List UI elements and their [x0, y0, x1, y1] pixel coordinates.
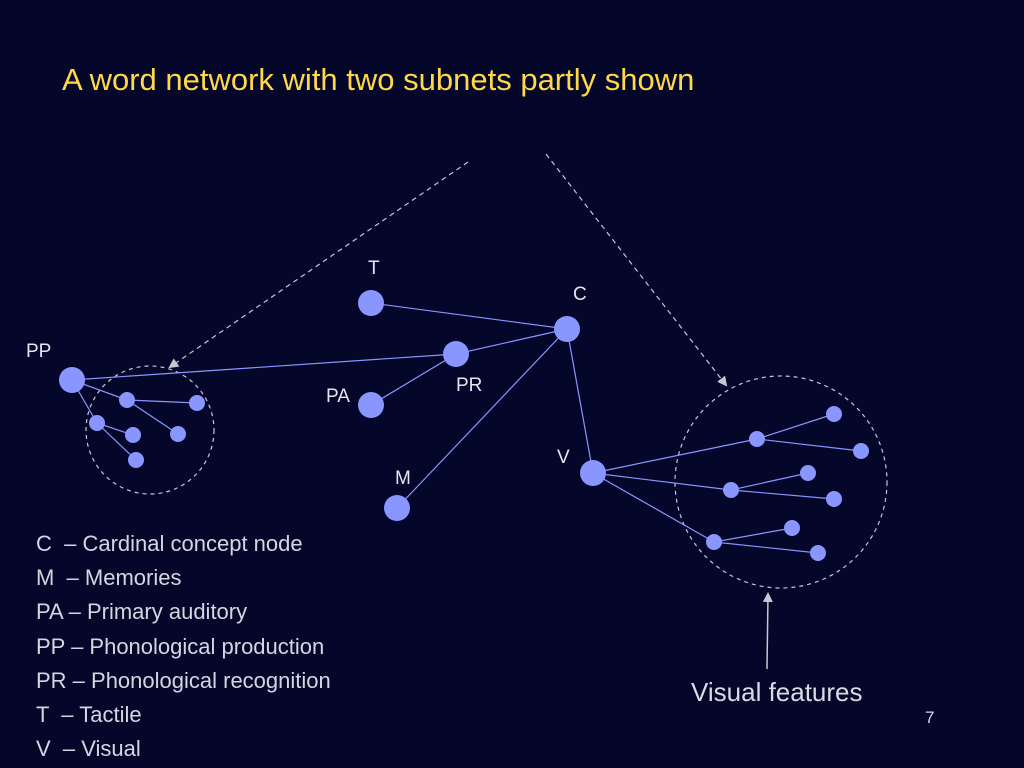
edge-v-vf2 — [592, 472, 732, 491]
zoom-arrow-left — [168, 161, 469, 369]
visual-subnet-nodes — [706, 406, 869, 561]
legend-item: V – Visual — [36, 736, 141, 762]
edge-v-vf3 — [592, 472, 715, 543]
label-c: C — [573, 284, 587, 305]
label-pa: PA — [326, 386, 350, 407]
node-pp — [59, 367, 85, 393]
main-nodes — [59, 290, 606, 521]
edge-c-v — [566, 328, 594, 474]
visual-subnet-outline — [674, 375, 888, 589]
legend-item: PA – Primary auditory — [36, 599, 248, 625]
legend-item: PP – Phonological production — [36, 633, 325, 659]
edge-v-vf1 — [592, 438, 758, 474]
edge-pa-pr — [370, 353, 457, 406]
visual-subnet-edges — [713, 413, 862, 554]
label-m: M — [395, 468, 411, 489]
main-network-edges — [71, 302, 758, 543]
node-c — [554, 316, 580, 342]
node-v — [580, 460, 606, 486]
edge-m-c — [396, 328, 568, 509]
node-pa — [358, 392, 384, 418]
phonological-subnet-nodes — [89, 392, 205, 468]
label-v: V — [557, 447, 570, 468]
phonological-subnet-outline — [85, 365, 215, 495]
legend-item: M – Memories — [36, 565, 182, 591]
legend-item: PR – Phonological recognition — [36, 667, 331, 693]
visual-features-label: Visual features — [691, 677, 863, 707]
legend-item: C – Cardinal concept node — [36, 531, 303, 556]
legend-item: T – Tactile — [36, 702, 142, 728]
node-t — [358, 290, 384, 316]
label-pp: PP — [26, 341, 51, 362]
zoom-arrow-right — [545, 153, 728, 387]
label-t: T — [368, 258, 380, 279]
node-pr — [443, 341, 469, 367]
node-m — [384, 495, 410, 521]
legend: C – Cardinal concept node M – Memories P… — [36, 527, 331, 766]
slide-title: A word network with two subnets partly s… — [62, 62, 695, 97]
edge-pp-pr — [71, 353, 457, 381]
visual-features-arrow — [762, 592, 773, 670]
edge-t-c — [370, 302, 568, 330]
label-pr: PR — [456, 375, 482, 396]
page-number: 7 — [925, 708, 935, 727]
edge-pr-c — [455, 328, 568, 355]
